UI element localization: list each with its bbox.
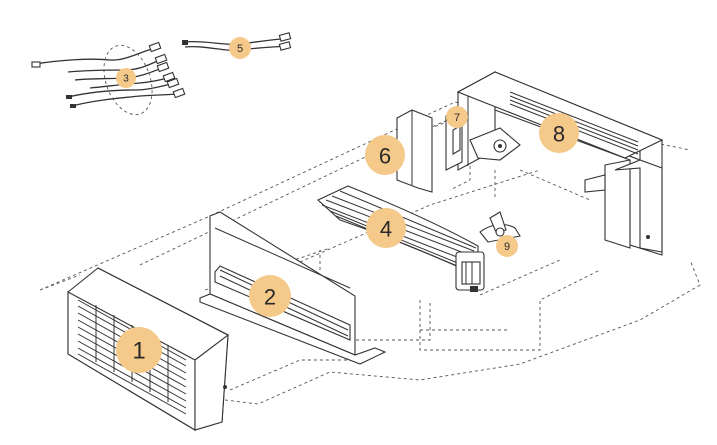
- callout-6: 6: [365, 135, 405, 175]
- callout-2: 2: [249, 275, 291, 317]
- callout-label: 2: [264, 285, 276, 310]
- callout-label: 3: [123, 74, 129, 85]
- callout-3: 3: [116, 68, 136, 88]
- callout-label: 5: [237, 43, 243, 55]
- callout-label: 7: [454, 112, 460, 124]
- side-plate: [396, 109, 433, 193]
- callout-label: 9: [504, 241, 510, 253]
- callout-5: 5: [229, 37, 251, 59]
- callout-1: 1: [116, 327, 162, 373]
- callout-label: 8: [553, 122, 565, 147]
- callout-label: 4: [380, 217, 392, 242]
- callout-4: 4: [366, 208, 406, 248]
- callout-label: 6: [379, 144, 391, 169]
- callout-9: 9: [496, 235, 518, 257]
- callout-8: 8: [539, 113, 579, 153]
- callout-7: 7: [446, 106, 468, 128]
- fan-bracket: [479, 211, 521, 243]
- cable-bundle: [31, 41, 186, 116]
- callout-label: 1: [132, 338, 145, 365]
